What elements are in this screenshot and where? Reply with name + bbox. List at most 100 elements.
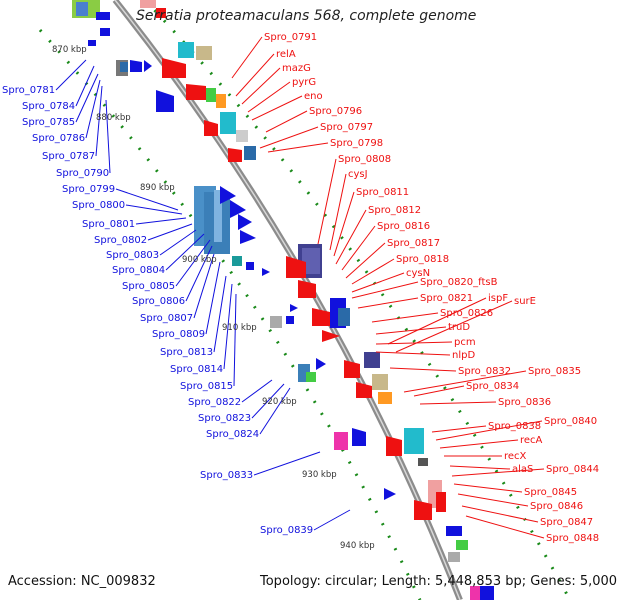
forward-gene-label: pcm bbox=[454, 337, 476, 348]
scale-label: 930 kbp bbox=[302, 470, 337, 480]
reverse-gene-label: Spro_0809 bbox=[152, 329, 205, 340]
reverse-gene-leader bbox=[175, 239, 211, 287]
reverse-gene-label: Spro_0786 bbox=[32, 133, 85, 144]
forward-gene-leader bbox=[267, 142, 329, 153]
forward-gene-leader bbox=[335, 209, 367, 265]
forward-gene-label: ispF bbox=[488, 293, 508, 304]
forward-gene-label: Spro_0846 bbox=[530, 501, 583, 512]
outer-gc-ring bbox=[143, 0, 572, 600]
forward-gene-leader bbox=[461, 505, 539, 523]
forward-gene-label: Spro_0826 bbox=[440, 308, 493, 319]
scale-label: 940 kbp bbox=[340, 541, 375, 551]
reverse-gene-leader bbox=[75, 65, 95, 107]
accession-label: Accession: NC_009832 bbox=[8, 574, 156, 589]
reverse-gene-leader bbox=[95, 85, 103, 157]
forward-gene-label: Spro_0834 bbox=[466, 381, 519, 392]
reverse-gene-label: Spro_0790 bbox=[56, 168, 109, 179]
reverse-gene-label: Spro_0805 bbox=[122, 281, 175, 292]
forward-gene-leader bbox=[431, 425, 487, 433]
forward-gene-label: pyrG bbox=[292, 77, 316, 88]
forward-gene-leader bbox=[351, 258, 395, 285]
forward-gene-leader bbox=[375, 326, 447, 335]
forward-gene-label: Spro_0835 bbox=[528, 366, 581, 377]
reverse-gene-label: Spro_0813 bbox=[160, 347, 213, 358]
forward-gene-label: Spro_0796 bbox=[309, 106, 362, 117]
genome-title: Serratia proteamaculans 568, complete ge… bbox=[136, 8, 477, 24]
forward-gene-label: Spro_0821 bbox=[420, 293, 473, 304]
forward-gene-label: mazG bbox=[282, 63, 311, 74]
forward-gene-label: Spro_0818 bbox=[396, 254, 449, 265]
reverse-gene-leader bbox=[313, 509, 351, 531]
reverse-gene-leader bbox=[253, 451, 321, 476]
reverse-gene-label: Spro_0801 bbox=[82, 219, 135, 230]
forward-gene-label: surE bbox=[514, 296, 536, 307]
forward-gene-leader bbox=[375, 351, 451, 356]
reverse-gene-label: Spro_0824 bbox=[206, 429, 259, 440]
forward-gene-label: Spro_0844 bbox=[546, 464, 599, 475]
reverse-gene-label: Spro_0799 bbox=[62, 184, 115, 195]
reverse-gene-label: Spro_0781 bbox=[2, 85, 55, 96]
reverse-gene-label: Spro_0787 bbox=[42, 151, 95, 162]
forward-gene-leader bbox=[351, 272, 405, 293]
forward-gene-leader bbox=[341, 225, 376, 271]
scale-label: 910 kbp bbox=[222, 323, 257, 333]
forward-gene-label: Spro_0791 bbox=[264, 32, 317, 43]
scale-label: 900 kbp bbox=[182, 255, 217, 265]
forward-gene-leader bbox=[403, 370, 527, 393]
reverse-gene-label: Spro_0803 bbox=[106, 250, 159, 261]
forward-gene-label: eno bbox=[304, 91, 323, 102]
forward-gene-leader bbox=[265, 110, 308, 133]
forward-gene-label: nlpD bbox=[452, 350, 475, 361]
forward-gene-leader bbox=[241, 67, 281, 105]
forward-gene-leader bbox=[449, 465, 511, 470]
reverse-gene-leader bbox=[213, 275, 227, 353]
forward-gene-leader bbox=[247, 81, 291, 113]
scale-label: 880 kbp bbox=[96, 113, 131, 123]
inner-gc-ring bbox=[38, 29, 422, 600]
forward-gene-label: alaS bbox=[512, 464, 533, 475]
forward-gene-leader bbox=[375, 341, 453, 345]
forward-gene-leader bbox=[387, 297, 487, 345]
forward-gene-label: recX bbox=[504, 451, 527, 462]
scale-label: 870 kbp bbox=[52, 45, 87, 55]
reverse-gene-label: Spro_0823 bbox=[198, 413, 251, 424]
forward-gene-label: Spro_0798 bbox=[330, 138, 383, 149]
reverse-gene-label: Spro_0815 bbox=[180, 381, 233, 392]
reverse-strand-features bbox=[72, 0, 396, 500]
forward-gene-label: Spro_0832 bbox=[458, 366, 511, 377]
forward-gene-label: Spro_0848 bbox=[546, 533, 599, 544]
forward-gene-labels: Spro_0791 relA mazG pyrG enoSpro_0796Spro_07… bbox=[231, 32, 599, 544]
reverse-gene-leader bbox=[75, 73, 99, 123]
forward-gene-label: Spro_0808 bbox=[338, 154, 391, 165]
forward-gene-leader bbox=[357, 297, 419, 309]
forward-gene-leader bbox=[235, 53, 275, 97]
forward-gene-label: Spro_0812 bbox=[368, 205, 421, 216]
reverse-gene-leader bbox=[251, 383, 285, 419]
forward-gene-label: Spro_0816 bbox=[377, 221, 430, 232]
reverse-gene-label: Spro_0839 bbox=[260, 525, 313, 536]
reverse-gene-label: Spro_0784 bbox=[22, 101, 75, 112]
forward-gene-label: relA bbox=[276, 49, 296, 60]
reverse-gene-label: Spro_0804 bbox=[112, 265, 165, 276]
reverse-gene-label: Spro_0833 bbox=[200, 470, 253, 481]
forward-gene-leader bbox=[395, 300, 513, 353]
forward-gene-leader bbox=[351, 281, 419, 299]
reverse-gene-leader bbox=[185, 245, 213, 302]
forward-gene-leader bbox=[333, 191, 355, 257]
forward-gene-label: Spro_0836 bbox=[498, 397, 551, 408]
reverse-gene-leader bbox=[55, 59, 87, 91]
reverse-gene-label: Spro_0785 bbox=[22, 117, 75, 128]
forward-gene-leader bbox=[451, 468, 545, 477]
reverse-gene-leader bbox=[193, 253, 215, 319]
genome-summary: Topology: circular; Length: 5,448,853 bp… bbox=[260, 574, 617, 589]
forward-gene-leader bbox=[259, 126, 319, 149]
forward-gene-leader bbox=[317, 158, 337, 245]
forward-gene-label: cysJ bbox=[348, 169, 368, 180]
reverse-gene-label: Spro_0814 bbox=[170, 364, 223, 375]
scale-label: 890 kbp bbox=[140, 183, 175, 193]
reverse-gene-leader bbox=[205, 261, 221, 335]
forward-gene-label: Spro_0797 bbox=[320, 122, 373, 133]
reverse-gene-leader bbox=[147, 223, 193, 241]
forward-gene-leader bbox=[345, 242, 386, 279]
